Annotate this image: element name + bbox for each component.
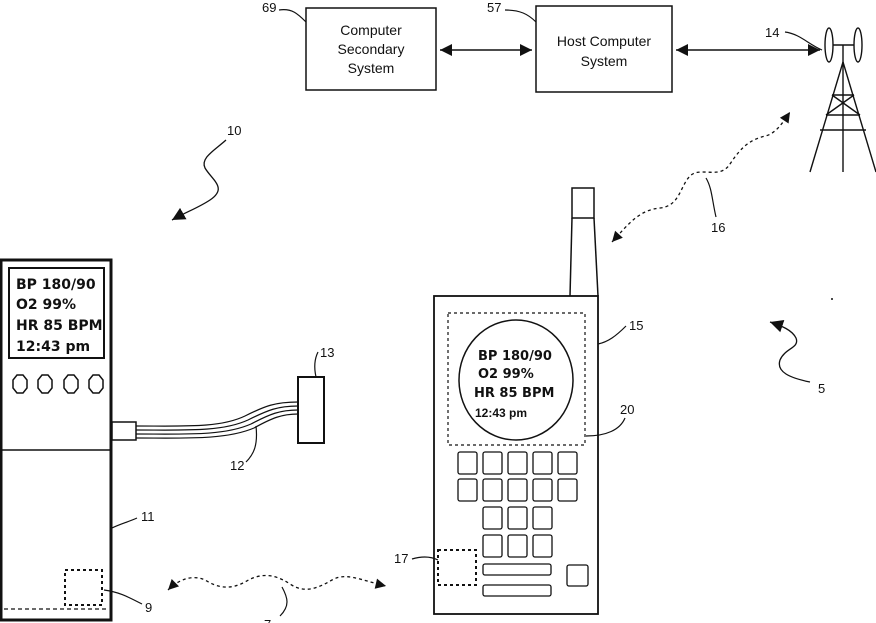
monitor-display-line-1: BP 180/90 bbox=[16, 277, 96, 293]
ref-7: 7 bbox=[264, 617, 271, 623]
phone-display-line-3: HR 85 BPM bbox=[474, 386, 554, 401]
wireless-signal-tower-phone bbox=[612, 112, 790, 242]
ref-5: 5 bbox=[818, 381, 825, 396]
leader-11 bbox=[112, 518, 137, 528]
phone-key-15 bbox=[508, 535, 527, 557]
phone-display-line-4: 12:43 pm bbox=[475, 406, 527, 420]
phone-key-16 bbox=[533, 535, 552, 557]
phone-key-bar-2 bbox=[483, 585, 551, 596]
ref-20: 20 bbox=[620, 402, 634, 417]
leader-69 bbox=[279, 10, 306, 22]
ref-12: 12 bbox=[230, 458, 244, 473]
sensor-probe bbox=[298, 377, 324, 443]
host-line-1: Host Computer bbox=[557, 33, 651, 49]
monitor-button-3 bbox=[64, 375, 78, 393]
phone-key-8 bbox=[508, 479, 527, 501]
monitor-button-4 bbox=[89, 375, 103, 393]
monitor-button-2 bbox=[38, 375, 52, 393]
secondary-line-2: Secondary bbox=[338, 41, 405, 57]
ref-17: 17 bbox=[394, 551, 408, 566]
leader-10 bbox=[172, 140, 226, 220]
phone-key-4 bbox=[533, 452, 552, 474]
ref-13: 13 bbox=[320, 345, 334, 360]
sensor-cable bbox=[136, 402, 298, 438]
phone-key-bar-1 bbox=[483, 564, 551, 575]
leader-5 bbox=[770, 322, 810, 382]
phone-key-12 bbox=[508, 507, 527, 529]
phone-key-6 bbox=[458, 479, 477, 501]
monitor-display-line-3: HR 85 BPM bbox=[16, 318, 103, 334]
ref-16: 16 bbox=[711, 220, 725, 235]
leader-16 bbox=[706, 178, 716, 217]
computer-secondary-system-box: Computer Secondary System bbox=[306, 8, 436, 90]
phone-display: BP 180/90 O2 99% HR 85 BPM 12:43 pm bbox=[459, 320, 573, 440]
phone-key-10 bbox=[558, 479, 577, 501]
monitor-display-line-2: O2 99% bbox=[16, 297, 76, 313]
ref-11: 11 bbox=[141, 509, 155, 524]
phone-key-11 bbox=[483, 507, 502, 529]
monitor-display: BP 180/90 O2 99% HR 85 BPM 12:43 pm bbox=[9, 268, 104, 358]
host-line-2: System bbox=[581, 53, 628, 69]
host-computer-system-box: Host Computer System bbox=[536, 6, 672, 92]
ref-14: 14 bbox=[765, 25, 779, 40]
phone-key-14 bbox=[483, 535, 502, 557]
ref-69: 69 bbox=[262, 0, 276, 15]
leader-14 bbox=[785, 32, 822, 50]
phone-key-1 bbox=[458, 452, 477, 474]
phone-key-9 bbox=[533, 479, 552, 501]
leader-12 bbox=[246, 426, 257, 462]
secondary-line-1: Computer bbox=[340, 22, 402, 38]
ref-57: 57 bbox=[487, 0, 501, 15]
secondary-line-3: System bbox=[348, 60, 395, 76]
speck bbox=[831, 298, 833, 300]
wireless-signal-device-phone bbox=[168, 576, 386, 591]
leader-13 bbox=[315, 352, 318, 377]
leader-7 bbox=[280, 587, 287, 616]
phone-key-7 bbox=[483, 479, 502, 501]
leader-57 bbox=[505, 10, 536, 22]
monitor-button-1 bbox=[13, 375, 27, 393]
ref-9: 9 bbox=[145, 600, 152, 615]
phone-key-side bbox=[567, 565, 588, 586]
phone-display-line-1: BP 180/90 bbox=[478, 349, 552, 364]
cable-connector bbox=[112, 422, 136, 440]
ref-15: 15 bbox=[629, 318, 643, 333]
monitor-display-line-4: 12:43 pm bbox=[16, 339, 90, 355]
phone-key-2 bbox=[483, 452, 502, 474]
phone-key-5 bbox=[558, 452, 577, 474]
phone-key-13 bbox=[533, 507, 552, 529]
leader-15 bbox=[598, 326, 626, 344]
ref-10: 10 bbox=[227, 123, 241, 138]
phone-display-line-2: O2 99% bbox=[478, 367, 534, 382]
phone-key-3 bbox=[508, 452, 527, 474]
